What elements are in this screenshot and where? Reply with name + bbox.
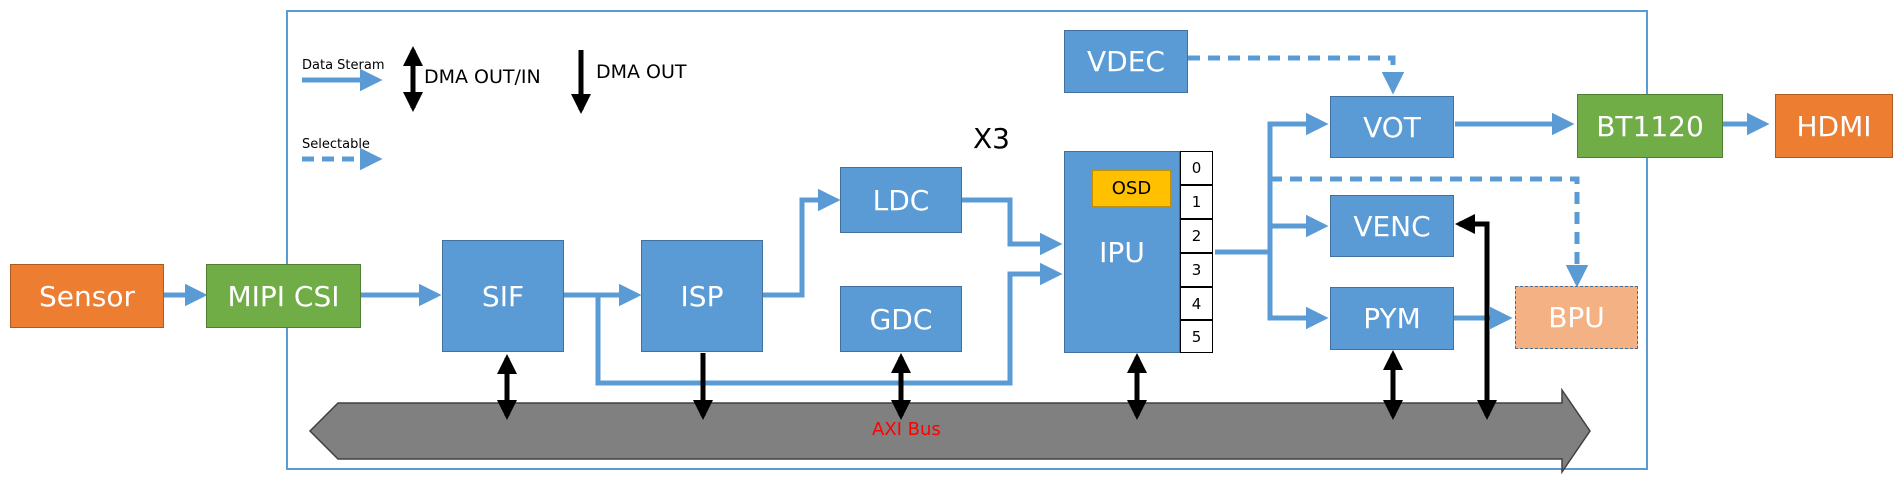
legend-dma-in-out-label: DMA OUT/IN bbox=[424, 66, 541, 88]
osd-block: OSD bbox=[1092, 170, 1171, 207]
ipu-channel-3: 3 bbox=[1180, 253, 1213, 287]
venc-block: VENC bbox=[1330, 195, 1454, 257]
legend-selectable-label: Selectable bbox=[302, 137, 370, 152]
isp-block: ISP bbox=[641, 240, 763, 352]
pym-block: PYM bbox=[1330, 287, 1454, 350]
chip-boundary bbox=[286, 10, 1648, 470]
mipi-csi-block: MIPI CSI bbox=[206, 264, 361, 328]
gdc-block: GDC bbox=[840, 286, 962, 352]
selectable-arrows bbox=[1188, 55, 1589, 288]
ipu-channel-4: 4 bbox=[1180, 287, 1213, 320]
data-stream-arrows bbox=[163, 112, 1770, 386]
sensor-block: Sensor bbox=[10, 264, 164, 328]
legend-data-stream-label: Data Steram bbox=[302, 58, 385, 73]
vdec-block: VDEC bbox=[1064, 30, 1188, 93]
ipu-channel-1: 1 bbox=[1180, 185, 1213, 219]
vot-block: VOT bbox=[1330, 96, 1454, 158]
hdmi-block: HDMI bbox=[1775, 94, 1893, 158]
ipu-channel-5: 5 bbox=[1180, 320, 1213, 353]
chip-label: X3 bbox=[973, 122, 1010, 155]
ipu-label: IPU bbox=[1099, 235, 1145, 269]
bpu-block: BPU bbox=[1515, 286, 1638, 349]
ipu-channel-2: 2 bbox=[1180, 219, 1213, 253]
sif-block: SIF bbox=[442, 240, 564, 352]
axi-bus-label: AXI Bus bbox=[872, 419, 941, 440]
ldc-block: LDC bbox=[840, 167, 962, 233]
ipu-channel-0: 0 bbox=[1180, 151, 1213, 185]
bt1120-block: BT1120 bbox=[1577, 94, 1723, 158]
legend-dma-out-label: DMA OUT bbox=[596, 61, 687, 83]
axi-bus-arrow bbox=[308, 387, 1591, 475]
dma-arrows bbox=[497, 214, 1497, 420]
